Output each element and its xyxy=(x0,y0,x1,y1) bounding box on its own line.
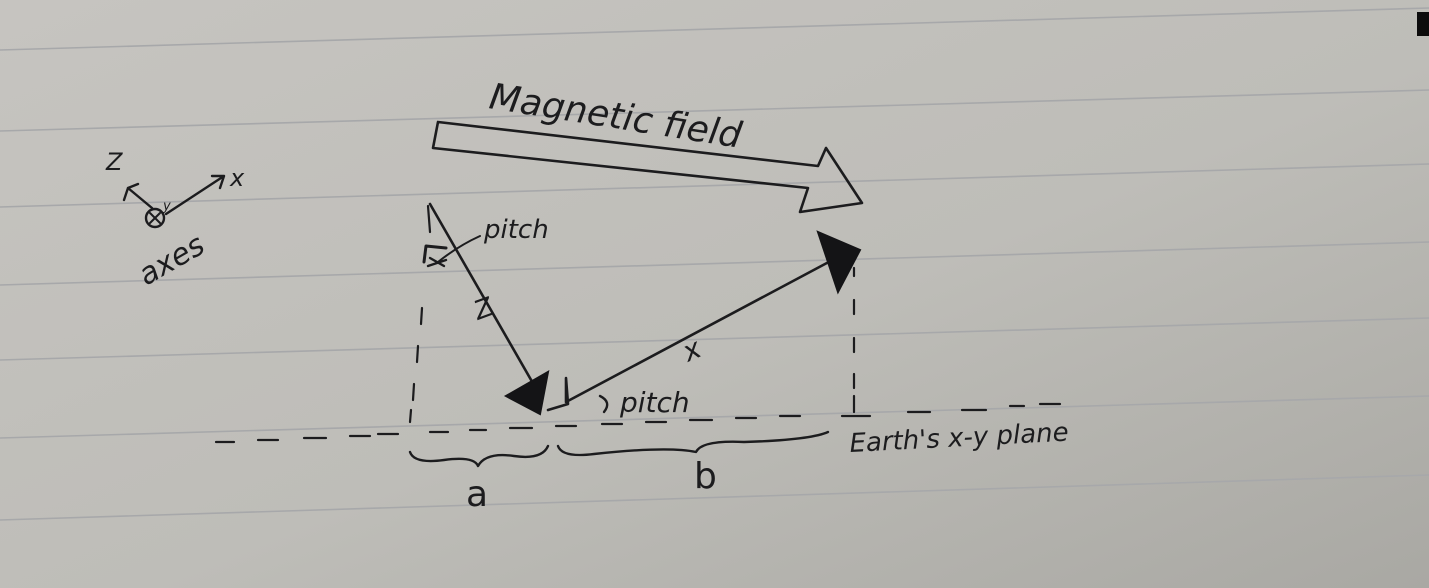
axis-z-label: Z xyxy=(105,148,123,176)
pitch-angle-marker-bottom xyxy=(598,394,609,414)
brace-b xyxy=(556,430,830,457)
brace-a xyxy=(408,444,550,468)
segment-a-label: a xyxy=(466,474,488,515)
axis-y-label: y xyxy=(162,199,171,214)
earth-plane-dashed-line xyxy=(214,402,1062,444)
x-vector-arrowhead xyxy=(816,230,862,295)
magnetic-field-arrow xyxy=(431,120,864,214)
corner-mark xyxy=(1417,12,1429,36)
pitch-label-top: pitch xyxy=(483,215,549,245)
axes-icon xyxy=(122,174,226,229)
pitch-label-bottom: pitch xyxy=(619,386,690,419)
z-vector-arrow xyxy=(428,202,550,416)
axis-x-label: x xyxy=(229,164,245,192)
pitch-angle-marker-top xyxy=(422,235,481,268)
ruled-lines xyxy=(0,7,1429,521)
left-vertical-dashes xyxy=(408,204,432,424)
segment-b-label: b xyxy=(694,456,717,497)
x-vector-arrow xyxy=(546,230,862,412)
z-vector-arrowhead xyxy=(503,370,550,416)
